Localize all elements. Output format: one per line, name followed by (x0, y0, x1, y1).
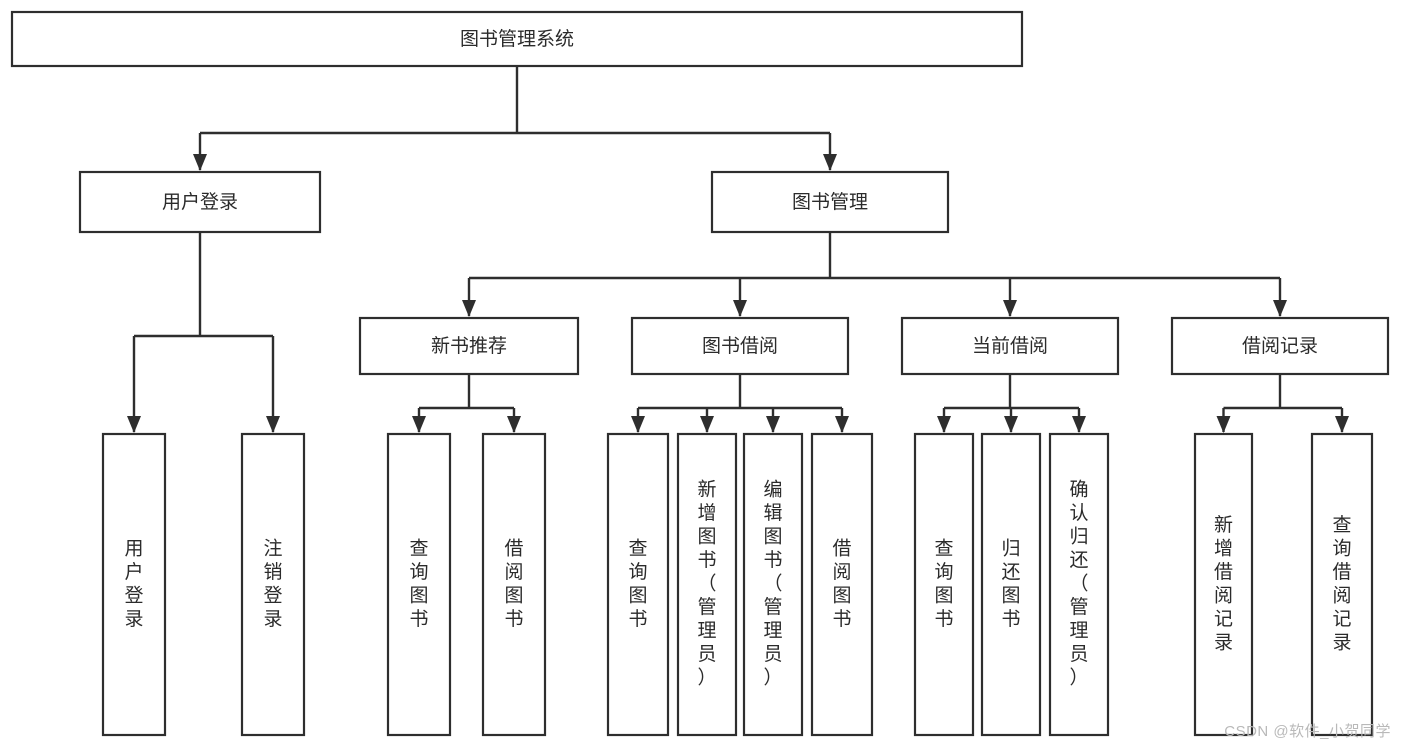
node-user-login[interactable]: 用户登录 (78, 170, 322, 234)
node-box (101, 432, 167, 737)
node-label: 查询借阅记录 (1332, 514, 1351, 654)
node-box (1048, 432, 1110, 737)
node-label: 注销登录 (263, 537, 282, 630)
node-leaf-query-book-3[interactable]: 查询图书 (913, 432, 975, 737)
node-leaf-return-book[interactable]: 归还图书 (980, 432, 1042, 737)
csdn-watermark: CSDN @软件_小贺同学 (1224, 723, 1391, 740)
node-label: 图书管理 (792, 191, 868, 213)
arrow-down-icon (127, 416, 141, 433)
node-layer: 用户登录注销登录查询图书借阅图书新书推荐查询图书新增图书（管理员）编辑图书（管理… (10, 10, 1390, 737)
node-leaf-user-login[interactable]: 用户登录 (101, 432, 167, 737)
node-box (1170, 316, 1390, 376)
node-leaf-query-book-2[interactable]: 查询图书 (606, 432, 670, 737)
node-label: 编辑图书（管理员） (763, 479, 782, 689)
node-leaf-confirm-return[interactable]: 确认归还（管理员） (1048, 432, 1110, 737)
node-box (630, 316, 850, 376)
node-label: 归还图书 (1001, 537, 1020, 630)
node-label: 查询图书 (934, 537, 953, 630)
node-leaf-add-book[interactable]: 新增图书（管理员） (676, 432, 738, 737)
node-box (810, 432, 874, 737)
node-label: 查询图书 (409, 537, 428, 630)
node-leaf-edit-book[interactable]: 编辑图书（管理员） (742, 432, 804, 737)
node-label: 借阅记录 (1242, 335, 1318, 357)
arrow-down-icon (412, 416, 426, 433)
node-box (900, 316, 1120, 376)
node-label: 查询图书 (628, 537, 647, 630)
node-leaf-add-record[interactable]: 新增借阅记录 (1193, 432, 1254, 737)
node-box (913, 432, 975, 737)
node-label: 确认归还（管理员） (1069, 479, 1088, 689)
arrow-down-icon (733, 300, 747, 317)
node-leaf-query-book-1[interactable]: 查询图书 (386, 432, 452, 737)
arrow-down-icon (823, 154, 837, 171)
node-leaf-borrow-book-1[interactable]: 借阅图书 (481, 432, 547, 737)
node-label: 新增图书（管理员） (697, 479, 716, 689)
node-book-manage[interactable]: 图书管理 (710, 170, 950, 234)
node-box (1193, 432, 1254, 737)
node-current-borrow[interactable]: 当前借阅 (900, 316, 1120, 376)
node-box (10, 10, 1024, 68)
node-leaf-query-record[interactable]: 查询借阅记录 (1310, 432, 1374, 737)
arrow-down-icon (1072, 416, 1086, 433)
node-label: 图书管理系统 (460, 28, 574, 50)
arrow-down-icon (631, 416, 645, 433)
node-label: 用户登录 (162, 191, 238, 213)
arrow-down-icon (1004, 416, 1018, 433)
node-borrow-record[interactable]: 借阅记录 (1170, 316, 1390, 376)
node-box (980, 432, 1042, 737)
arrow-down-icon (193, 154, 207, 171)
arrow-down-icon (1273, 300, 1287, 317)
node-label: 当前借阅 (972, 335, 1048, 357)
arrow-down-icon (1335, 416, 1349, 433)
node-label: 用户登录 (124, 538, 143, 630)
arrow-down-icon (937, 416, 951, 433)
node-root[interactable]: 图书管理系统 (10, 10, 1024, 68)
node-label: 新增借阅记录 (1214, 514, 1233, 654)
node-box (78, 170, 322, 234)
node-box (1310, 432, 1374, 737)
node-label: 新书推荐 (431, 335, 507, 357)
arrow-down-icon (462, 300, 476, 317)
node-leaf-user-logout[interactable]: 注销登录 (240, 432, 306, 737)
arrow-down-icon (766, 416, 780, 433)
node-box (606, 432, 670, 737)
arrow-down-icon (700, 416, 714, 433)
arrow-down-icon (507, 416, 521, 433)
node-box (676, 432, 738, 737)
node-box (481, 432, 547, 737)
node-leaf-borrow-book-2[interactable]: 借阅图书 (810, 432, 874, 737)
arrow-down-icon (1003, 300, 1017, 317)
node-label: 图书借阅 (702, 335, 778, 357)
node-box (710, 170, 950, 234)
node-label: 借阅图书 (832, 537, 851, 630)
arrow-down-icon (266, 416, 280, 433)
node-label: 借阅图书 (504, 537, 523, 630)
connector-layer (127, 66, 1349, 433)
arrow-down-icon (1216, 416, 1231, 433)
node-new-book-recommend[interactable]: 新书推荐 (358, 316, 580, 376)
node-box (358, 316, 580, 376)
node-box (240, 432, 306, 737)
arrow-down-icon (835, 416, 849, 433)
node-box (386, 432, 452, 737)
node-box (742, 432, 804, 737)
node-book-borrow[interactable]: 图书借阅 (630, 316, 850, 376)
